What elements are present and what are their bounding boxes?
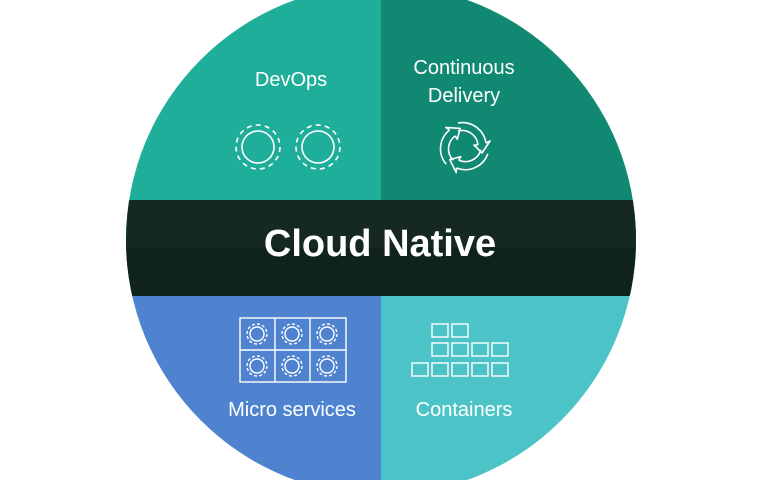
quadrant-label-devops: DevOps	[254, 69, 328, 91]
center-band-shade	[126, 248, 636, 296]
microservices-grid-icon	[239, 317, 347, 383]
center-band	[126, 200, 636, 296]
quadrant-label-continuous-delivery: Continuous Delivery	[413, 57, 515, 107]
containers-stack-icon	[411, 323, 509, 377]
quadrant-label-containers: Containers	[415, 399, 513, 421]
refresh-cycle-icon	[439, 121, 491, 174]
center-title: Cloud Native	[263, 223, 497, 265]
quadrant-label-micro-services: Micro services	[228, 399, 356, 421]
